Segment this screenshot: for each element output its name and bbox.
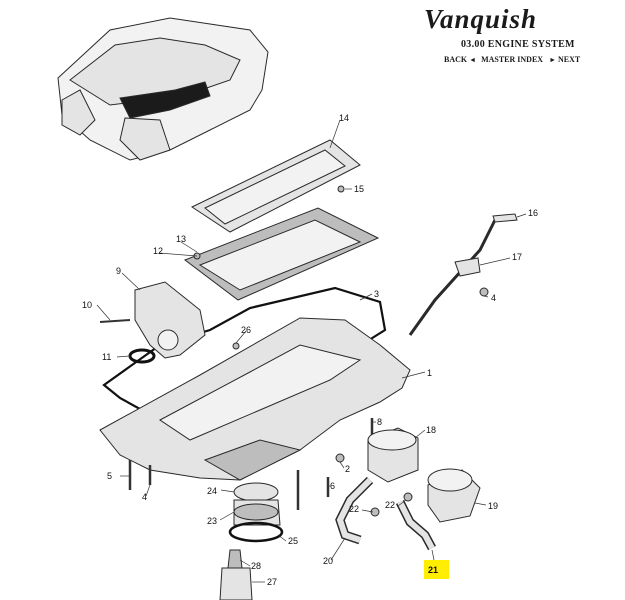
engine-overview-thumbnail xyxy=(57,17,269,161)
callout-15[interactable]: 15 xyxy=(354,184,364,194)
part-11-o-ring xyxy=(128,348,156,364)
callout-5[interactable]: 5 xyxy=(107,471,112,481)
callout-9[interactable]: 9 xyxy=(116,266,121,276)
callout-13[interactable]: 13 xyxy=(176,234,186,244)
section-title: 03.00 ENGINE SYSTEM xyxy=(461,39,575,50)
callout-2[interactable]: 2 xyxy=(345,464,350,474)
next-label: NEXT xyxy=(558,55,581,64)
part-4-bolt-right xyxy=(479,287,489,297)
callout-23[interactable]: 23 xyxy=(207,516,217,526)
callout-26[interactable]: 26 xyxy=(241,325,251,335)
master-index-link[interactable]: MASTER INDEX xyxy=(481,55,544,64)
part-2-plug xyxy=(335,453,345,463)
callout-18[interactable]: 18 xyxy=(426,425,436,435)
callout-1[interactable]: 1 xyxy=(427,368,432,378)
part-23-ring xyxy=(233,503,279,521)
leader-lines xyxy=(96,119,527,583)
callout-19[interactable]: 19 xyxy=(488,501,498,511)
callout-24[interactable]: 24 xyxy=(207,486,217,496)
callout-17[interactable]: 17 xyxy=(512,252,522,262)
brand-logo: Vanquish xyxy=(424,4,538,34)
callout-22-right[interactable]: 22 xyxy=(385,500,395,510)
part-18-housing-top xyxy=(367,429,417,451)
part-15-bolt xyxy=(337,185,345,193)
callout-20[interactable]: 20 xyxy=(323,556,333,566)
part-10-bolt xyxy=(99,319,131,323)
callout-21-highlight xyxy=(424,560,449,579)
part-21-pipe-fill xyxy=(397,500,435,550)
part-20-pipe-fill xyxy=(336,477,373,543)
part-12-baffle-inner xyxy=(198,219,362,291)
page-header: Vanquish 03.00 ENGINE SYSTEM BACK◄ MASTE… xyxy=(0,0,625,80)
callout-10[interactable]: 10 xyxy=(82,300,92,310)
callout-3[interactable]: 3 xyxy=(374,289,379,299)
callout-25[interactable]: 25 xyxy=(288,536,298,546)
triangle-right-icon: ► xyxy=(549,56,557,64)
callout-28[interactable]: 28 xyxy=(251,561,261,571)
part-1-sump-well xyxy=(203,439,302,481)
part-16-dipstick-handle xyxy=(492,213,518,223)
part-17-dipstick-tube xyxy=(408,219,497,336)
part-1-sump-ribs xyxy=(159,344,362,441)
back-link[interactable]: BACK◄ xyxy=(444,55,479,64)
callout-16[interactable]: 16 xyxy=(528,208,538,218)
part-9-oil-pump-housing xyxy=(134,281,206,359)
callout-4-right[interactable]: 4 xyxy=(491,293,496,303)
part-25-seal xyxy=(228,521,284,543)
part-24-cap xyxy=(233,482,279,502)
callout-8[interactable]: 8 xyxy=(377,417,382,427)
callout-12[interactable]: 12 xyxy=(153,246,163,256)
part-19-filter-top xyxy=(427,468,473,492)
callout-27[interactable]: 27 xyxy=(267,577,277,587)
part-22-clip-left xyxy=(370,507,380,517)
callout-21[interactable]: 21 xyxy=(428,565,438,575)
back-label: BACK xyxy=(444,55,468,64)
triangle-left-icon: ◄ xyxy=(469,56,477,64)
callout-22-left[interactable]: 22 xyxy=(349,504,359,514)
part-28-bolt xyxy=(227,549,243,569)
callout-11[interactable]: 11 xyxy=(102,352,111,362)
part-14-cover-ribs xyxy=(204,149,346,225)
part-17-bracket xyxy=(454,257,481,277)
nav-bar: BACK◄ MASTER INDEX ►NEXT xyxy=(444,55,580,64)
callout-14[interactable]: 14 xyxy=(339,113,349,123)
part-22-clip-right xyxy=(403,492,413,502)
part-26-bolt xyxy=(232,342,240,350)
part-9-port xyxy=(157,329,179,351)
part-27-drain-plug xyxy=(219,567,253,600)
next-link[interactable]: ►NEXT xyxy=(545,55,580,64)
callout-6[interactable]: 6 xyxy=(330,481,335,491)
callout-4-left[interactable]: 4 xyxy=(142,492,147,502)
callout-labels: 14 15 13 12 9 3 10 26 11 1 16 17 4 5 4 8… xyxy=(82,113,538,587)
